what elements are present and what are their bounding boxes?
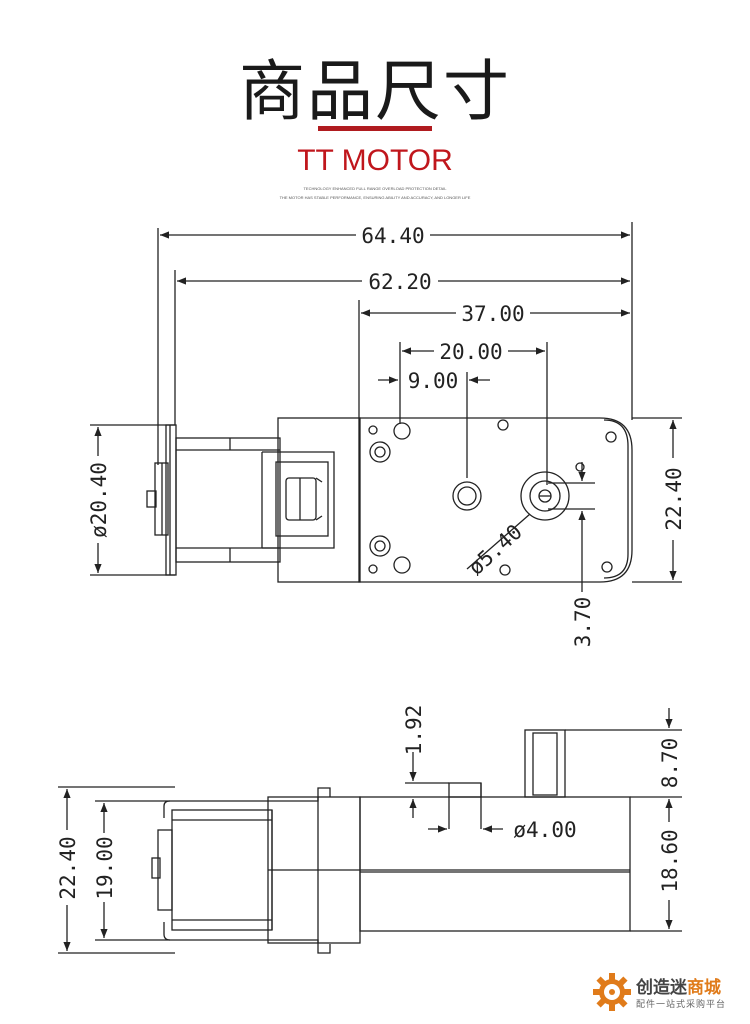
dim-total-height: 22.40: [56, 836, 80, 899]
logo-slogan: 配件一站式采购平台: [636, 1000, 727, 1010]
dim-motor-height: 19.00: [93, 836, 117, 899]
title-underline: [318, 126, 432, 131]
page-title: 商品尺寸: [239, 53, 511, 130]
dim-overall-length: 64.40: [361, 224, 424, 248]
tagline-line-2: THE MOTOR HAS STABLE PERFORMANCE, ENSURI…: [279, 195, 471, 200]
dim-shaft-offset: 20.00: [439, 340, 502, 364]
logo-name-accent: 商城: [687, 978, 721, 998]
dim-hole-offset: 9.00: [408, 369, 459, 393]
dim-gearbox-length: 37.00: [461, 302, 524, 326]
dim-body-length: 62.20: [368, 270, 431, 294]
dim-motor-diameter: ø20.40: [87, 462, 111, 538]
tagline-line-1: TECHNOLOGY ENHANCED FULL RANGE OVERLOAD …: [303, 186, 447, 191]
logo-name: 创造迷商城: [636, 973, 721, 998]
dim-shaft-diameter: ø5.40: [464, 520, 527, 580]
brand-logo: 创造迷商城 配件一站式采购平台: [592, 970, 742, 1014]
dim-boss-height: 1.92: [402, 705, 426, 756]
dim-gearbox-thickness: 18.60: [658, 829, 682, 892]
gear-icon: [593, 973, 631, 1011]
dim-shaft-height: 8.70: [658, 738, 682, 789]
dim-gearbox-height: 22.40: [662, 467, 686, 530]
top-view: [90, 222, 682, 592]
logo-name-main: 创造迷: [636, 978, 687, 998]
product-name: TT MOTOR: [297, 144, 453, 177]
dim-boss-diameter: ø4.00: [513, 818, 576, 842]
side-view: [58, 708, 682, 954]
dim-shaft-flat: 3.70: [571, 597, 595, 648]
